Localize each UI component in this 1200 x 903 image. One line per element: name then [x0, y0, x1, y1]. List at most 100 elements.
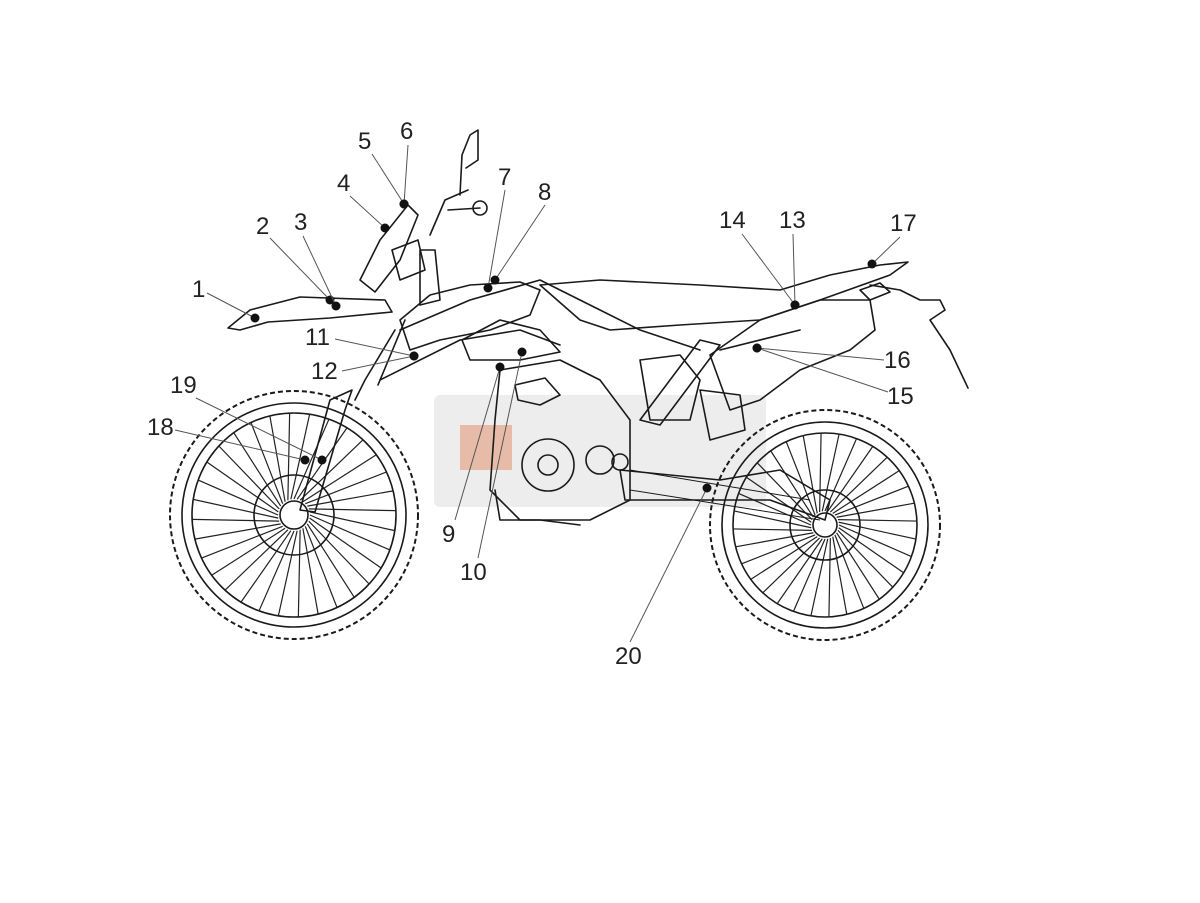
callout-15: 15	[887, 383, 914, 410]
spoke	[307, 490, 394, 507]
leader-line	[349, 195, 386, 229]
callout-17: 17	[890, 210, 917, 237]
spoke	[746, 476, 812, 523]
spoke	[240, 530, 292, 603]
spoke	[819, 433, 822, 513]
spoke	[201, 525, 283, 559]
callout-16: 16	[884, 347, 911, 374]
callout-10: 10	[460, 559, 487, 586]
callout-dot	[867, 259, 877, 269]
spoke	[206, 461, 279, 513]
spoke	[735, 532, 814, 548]
callout-dot	[495, 362, 505, 372]
callout-dot	[331, 301, 341, 311]
callout-13: 13	[779, 207, 806, 234]
leader-line	[269, 237, 331, 301]
spoke	[741, 534, 816, 565]
callout-4: 4	[337, 170, 350, 197]
spoke	[776, 538, 823, 604]
callout-dot	[409, 351, 419, 361]
spoke	[297, 529, 301, 617]
leader-line	[792, 233, 796, 306]
spoke	[750, 536, 818, 580]
spoke	[762, 537, 821, 594]
callout-20: 20	[615, 643, 642, 670]
leader-line	[371, 153, 405, 205]
spoke	[309, 514, 391, 551]
leader-line	[487, 189, 506, 289]
spoke	[302, 454, 377, 503]
spoke	[810, 538, 829, 617]
leader-line	[403, 144, 409, 205]
callout-2: 2	[256, 213, 269, 240]
leader-line	[341, 355, 415, 372]
callout-7: 7	[498, 164, 511, 191]
callout-dot	[483, 283, 493, 293]
spoke	[832, 470, 900, 514]
spoke	[250, 422, 284, 504]
spoke	[770, 450, 814, 518]
spoke	[306, 523, 355, 598]
spoke	[837, 519, 917, 522]
leader-line	[195, 397, 323, 461]
spoke	[197, 479, 279, 516]
engine	[489, 354, 746, 521]
spoke	[258, 530, 295, 612]
leader-line	[206, 292, 256, 319]
callout-12: 12	[311, 358, 338, 385]
leader-line	[477, 351, 523, 559]
spoke	[304, 526, 338, 608]
spoke	[224, 529, 289, 591]
spoke	[733, 528, 813, 531]
spoke	[733, 510, 812, 529]
spoke	[308, 508, 396, 512]
callout-dot	[380, 223, 390, 233]
callout-1: 1	[192, 276, 205, 303]
callout-19: 19	[170, 372, 197, 399]
spoke	[827, 446, 874, 512]
spoke	[192, 518, 280, 522]
spoke	[824, 438, 858, 512]
spoke	[821, 433, 840, 512]
front-wheel	[169, 390, 419, 640]
spoke	[837, 529, 894, 588]
leader-line	[756, 347, 889, 393]
callout-6: 6	[400, 118, 413, 145]
spoke	[836, 502, 915, 518]
callout-dot	[752, 343, 762, 353]
spoke	[302, 528, 319, 615]
callout-8: 8	[538, 179, 551, 206]
callout-dot	[250, 313, 260, 323]
spoke	[836, 532, 880, 600]
spoke	[218, 445, 280, 510]
spoke	[309, 517, 382, 569]
leader-line	[871, 236, 901, 265]
spoke	[299, 439, 364, 501]
callout-dot	[399, 199, 409, 209]
callout-14: 14	[719, 207, 746, 234]
spoke	[834, 485, 909, 516]
spoke	[738, 492, 812, 526]
callout-5: 5	[358, 128, 371, 155]
callout-dot	[790, 300, 800, 310]
spoke	[802, 435, 818, 514]
callout-3: 3	[294, 209, 307, 236]
spoke	[834, 534, 865, 609]
spoke	[828, 537, 831, 617]
spoke	[829, 456, 888, 513]
leader-line	[174, 429, 306, 461]
spoke	[194, 523, 281, 540]
leader-line	[629, 487, 708, 643]
callout-18: 18	[147, 414, 174, 441]
leader-line	[334, 338, 415, 357]
leader-line	[494, 204, 546, 281]
callout-dot	[300, 455, 310, 465]
spoke	[193, 498, 279, 519]
leader-line	[741, 233, 796, 306]
leader-lines	[174, 144, 901, 643]
spoke	[277, 530, 298, 616]
spoke	[293, 418, 330, 500]
spoke	[832, 536, 848, 615]
spoke	[290, 414, 311, 500]
